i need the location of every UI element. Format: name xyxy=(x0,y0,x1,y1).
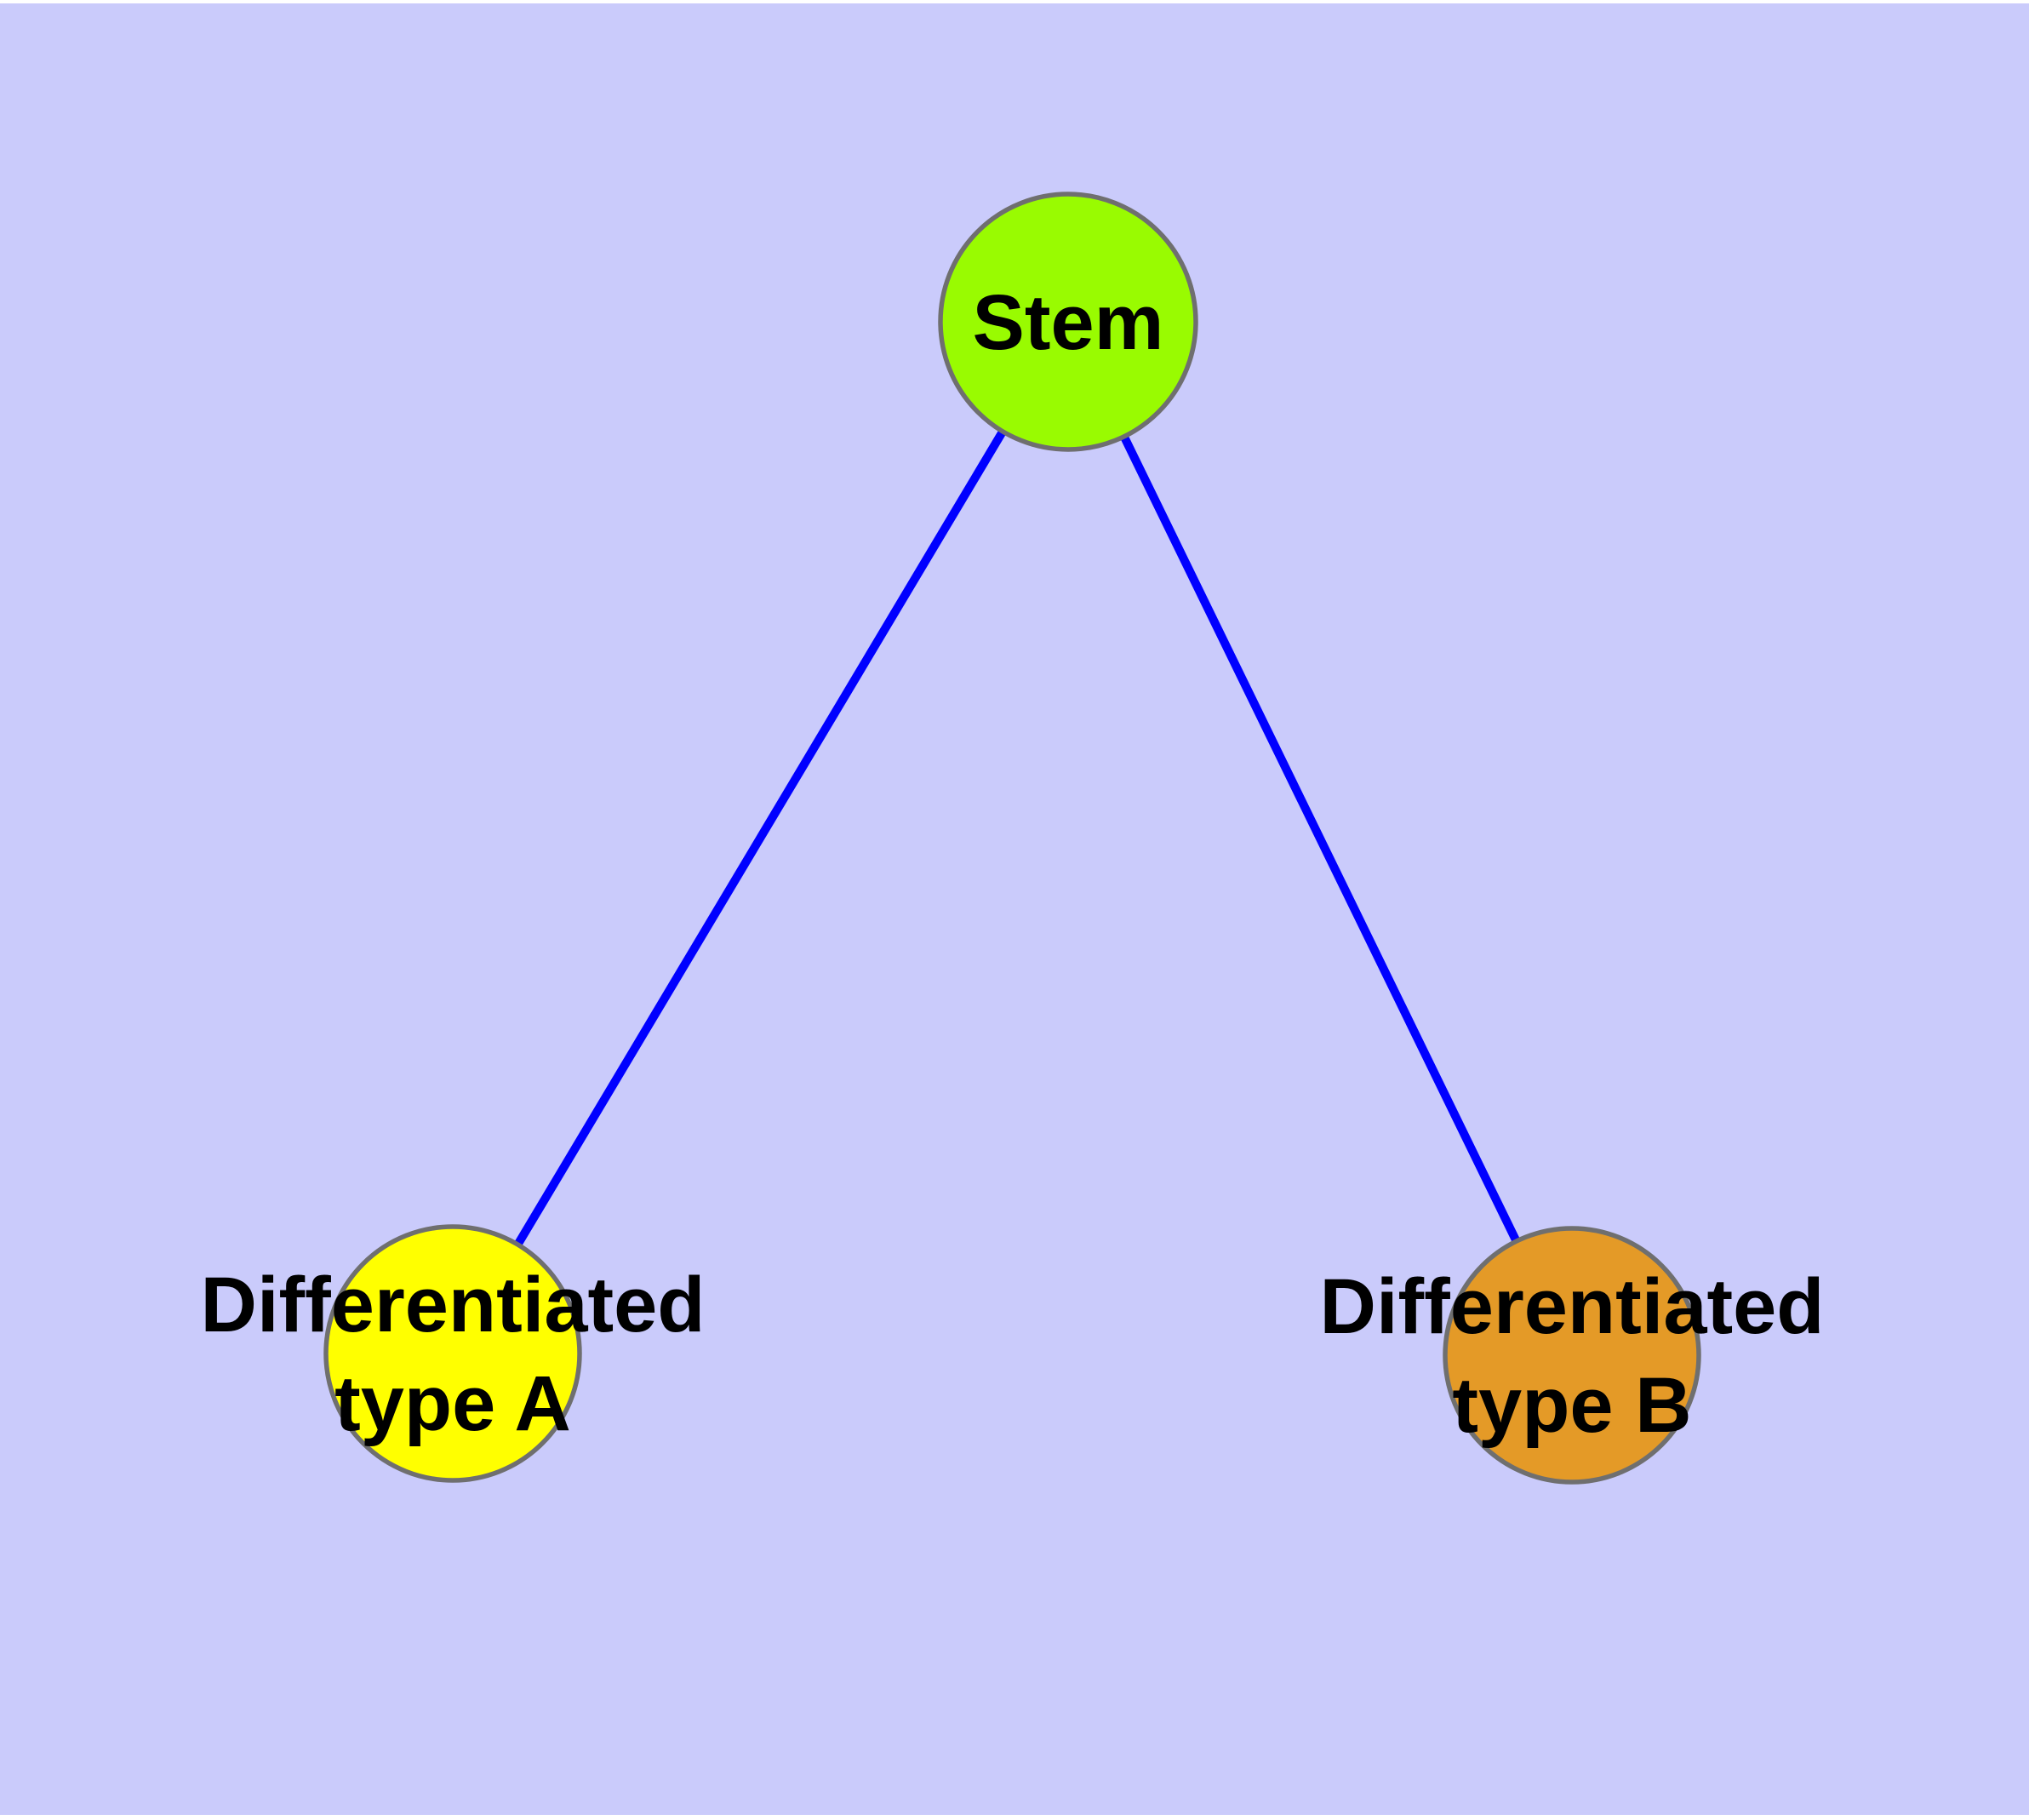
node-differentiated-type-b-label-line1: Differentiated xyxy=(1320,1263,1825,1350)
edge-stem-to-differentiated-type-b xyxy=(1064,319,1576,1358)
node-differentiated-type-a xyxy=(323,1224,582,1483)
node-differentiated-type-a-label-line2: type A xyxy=(334,1360,571,1447)
node-stem xyxy=(938,192,1198,452)
node-differentiated-type-a-label-line1: Differentiated xyxy=(201,1262,706,1348)
node-differentiated-type-b xyxy=(1443,1226,1701,1485)
node-stem-label: Stem xyxy=(973,279,1164,366)
edge-stem-to-differentiated-type-a xyxy=(449,319,1072,1356)
node-differentiated-type-b-label-line2: type B xyxy=(1452,1362,1691,1449)
